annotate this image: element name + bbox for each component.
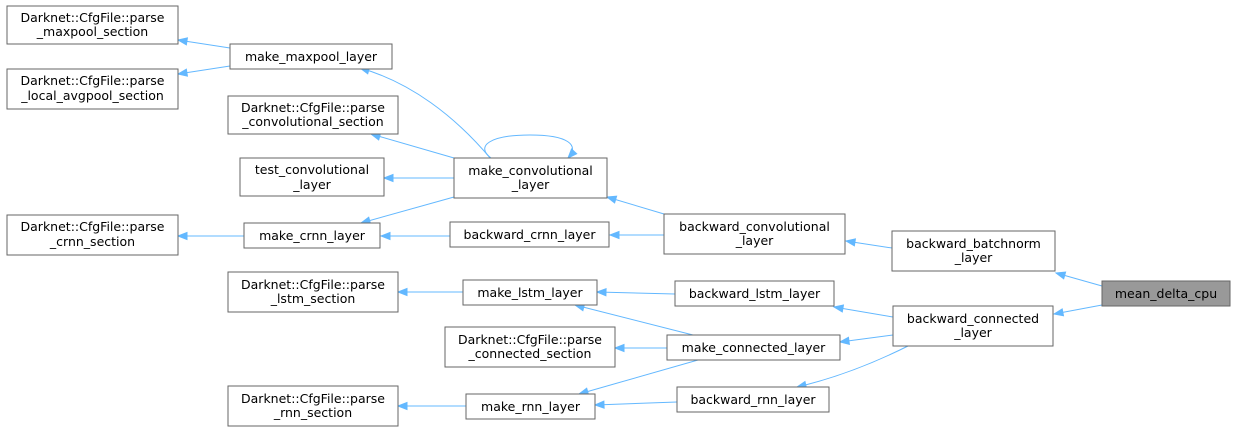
node-make-rnn-layer[interactable]: make_rnn_layer [465,393,596,420]
node-label-line: backward_convolutional [679,219,830,234]
edge-n21-to-n20 [594,401,678,406]
node-label-line: make_maxpool_layer [245,49,378,64]
edge-n10-to-n6 [606,196,665,215]
edge-arrowhead [396,401,408,411]
edge-n6-to-n4 [370,133,455,159]
node-parse-convolutional-section[interactable]: Darknet::CfgFile::parse _convolutional_s… [227,95,399,135]
node-backward-convolutional-layer[interactable]: backward_convolutional _layer [663,213,846,255]
edge-n6-to-n6 [484,134,573,159]
node-parse-local-avgpool-section[interactable]: Darknet::CfgFile::parse _local_avgpool_s… [6,68,179,110]
node-label-line: Darknet::CfgFile::parse [21,219,165,234]
edge-arrowhead [832,304,845,313]
node-make-lstm-layer[interactable]: make_lstm_layer [462,279,598,306]
edge-n6-to-n3 [359,67,492,160]
edge-arrowhead [844,238,857,247]
node-label-line: make_connected_layer [682,340,826,355]
node-backward-lstm-layer[interactable]: backward_lstm_layer [674,280,835,307]
edge-arrowhead [608,230,620,240]
node-label-line: make_rnn_layer [481,399,581,414]
node-label-line: make_crnn_layer [259,228,366,243]
edge-n16-to-n15 [833,306,894,318]
node-label-line: backward_batchnorm [906,236,1041,251]
edge-arrowhead [1052,308,1065,317]
node-label-line: Darknet::CfgFile::parse [241,391,385,406]
node-label-line: test_convolutional [255,162,369,177]
edge-arrowhead [382,173,394,183]
node-label-line: _convolutional_section [241,114,383,129]
node-label-line: Darknet::CfgFile::parse [241,100,385,115]
node-label-line: backward_crnn_layer [464,227,597,242]
edge-arrowhead [593,400,605,409]
edge-arrowhead [838,336,850,345]
node-parse-maxpool-section[interactable]: Darknet::CfgFile::parse _maxpool_section [6,5,179,45]
node-label-line: Darknet::CfgFile::parse [458,332,602,347]
node-label-line: Darknet::CfgFile::parse [241,277,385,292]
edge-n16-to-n21 [796,345,909,388]
edge-arrowhead [176,37,189,46]
node-label-line: _layer [953,325,992,340]
edge-arrowhead [379,231,391,241]
node-label-line: _layer [954,250,993,265]
node-label-line: _layer [292,177,331,192]
node-label-line: _layer [511,177,550,192]
node-label-line: Darknet::CfgFile::parse [21,73,165,88]
edge-arrowhead [1054,271,1067,280]
node-label-line: make_lstm_layer [477,285,583,300]
edge-n18-to-n20 [578,359,699,395]
node-label-line: backward_lstm_layer [689,286,821,301]
node-label-line: _connected_section [468,346,592,361]
node-backward-connected-layer[interactable]: backward_connected _layer [892,305,1054,347]
edge-n6-to-n8 [360,196,455,224]
node-make-maxpool-layer[interactable]: make_maxpool_layer [229,43,393,70]
node-label-line: make_convolutional [468,163,593,178]
node-make-crnn-layer[interactable]: make_crnn_layer [243,222,381,249]
edge-arrowhead [605,195,618,204]
edge-n15-to-n14 [596,291,676,295]
node-label-line: backward_connected [907,311,1039,326]
edge-arrowhead [567,148,578,160]
node-parse-lstm-section[interactable]: Darknet::CfgFile::parse _lstm_section [227,271,399,313]
node-label-line: _maxpool_section [36,24,148,39]
edge-arrowhead [613,343,625,353]
edges-layer [176,37,1103,411]
node-label-line: mean_delta_cpu [1115,286,1217,301]
node-make-connected-layer[interactable]: make_connected_layer [666,334,841,361]
node-backward-crnn-layer[interactable]: backward_crnn_layer [449,221,610,248]
node-label-line: backward_rnn_layer [690,392,816,407]
node-test-convolutional-layer[interactable]: test_convolutional _layer [239,157,385,197]
edge-n18-to-n14 [574,304,694,336]
edge-arrowhead [176,231,188,241]
node-label-line: _crnn_section [49,234,135,249]
node-mean-delta-cpu[interactable]: mean_delta_cpu [1101,280,1231,307]
node-label-line: _lstm_section [270,291,356,306]
edge-arrowhead [396,287,408,297]
node-label-line: _layer [735,233,774,248]
edge-arrowhead [595,288,607,297]
node-parse-connected-section[interactable]: Darknet::CfgFile::parse _connected_secti… [444,326,616,368]
node-label-line: Darknet::CfgFile::parse [21,10,165,25]
node-backward-batchnorm-layer[interactable]: backward_batchnorm _layer [891,230,1056,272]
node-parse-rnn-section[interactable]: Darknet::CfgFile::parse _rnn_section [227,385,399,427]
node-label-line: _local_avgpool_section [20,88,164,103]
node-make-convolutional-layer[interactable]: make_convolutional _layer [453,157,608,199]
edge-arrowhead [176,68,189,77]
node-parse-crnn-section[interactable]: Darknet::CfgFile::parse _crnn_section [6,214,179,256]
node-label-line: _rnn_section [273,405,352,420]
node-backward-rnn-layer[interactable]: backward_rnn_layer [676,386,830,413]
